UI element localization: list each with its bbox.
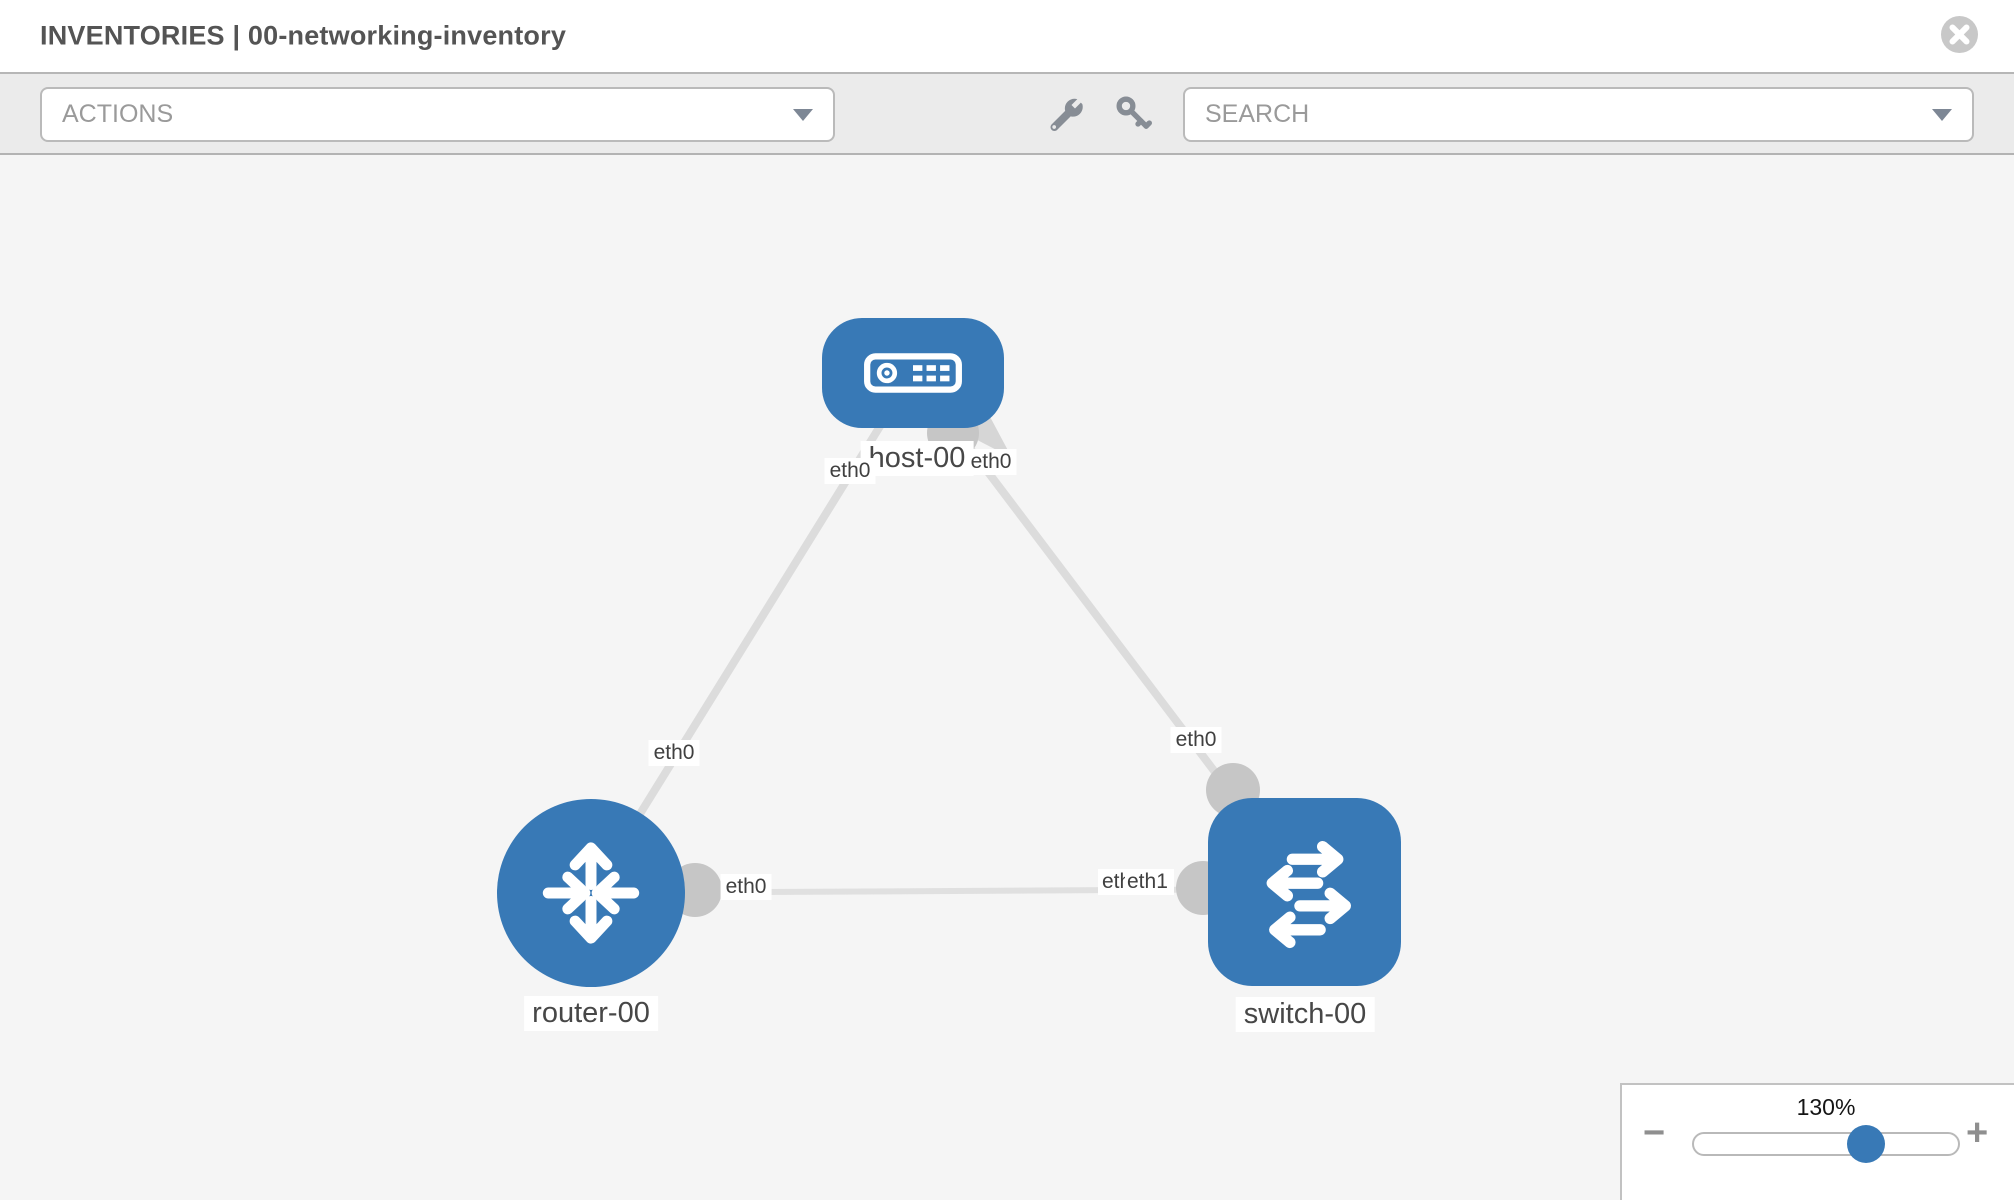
router-arrows-icon bbox=[542, 842, 640, 944]
switch-arrows-icon bbox=[1266, 840, 1351, 949]
interface-label: eth0 bbox=[648, 740, 700, 766]
interface-label: eth0 bbox=[720, 874, 772, 900]
interface-label: eth0 bbox=[965, 449, 1017, 475]
server-icon bbox=[864, 353, 962, 393]
close-icon[interactable] bbox=[1941, 16, 1978, 53]
window-header: INVENTORIES | 00-networking-inventory bbox=[0, 0, 2014, 72]
actions-dropdown[interactable]: ACTIONS bbox=[40, 87, 835, 142]
interface-label: eth0 bbox=[1170, 727, 1222, 753]
wrench-icon[interactable] bbox=[1046, 94, 1086, 134]
node-switch-00[interactable] bbox=[1208, 798, 1401, 986]
chevron-down-icon bbox=[1932, 108, 1952, 121]
search-dropdown[interactable]: SEARCH bbox=[1183, 87, 1974, 142]
node-label-host: host-00 bbox=[860, 441, 974, 476]
chevron-down-icon bbox=[793, 108, 813, 121]
topology-canvas[interactable]: host-00 router-00 switch-00 eth0 eth0 et… bbox=[0, 155, 2014, 1200]
node-host-00[interactable] bbox=[822, 318, 1004, 428]
key-icon[interactable] bbox=[1114, 94, 1154, 134]
zoom-in-button[interactable]: + bbox=[1966, 1112, 1989, 1154]
zoom-panel: 130% − + bbox=[1620, 1083, 2014, 1200]
node-label-router: router-00 bbox=[524, 996, 658, 1031]
interface-label-overlap: eth0 eth1 bbox=[1098, 869, 1218, 901]
zoom-out-button[interactable]: − bbox=[1643, 1112, 1666, 1154]
actions-dropdown-label: ACTIONS bbox=[62, 100, 174, 128]
node-router-00[interactable] bbox=[497, 799, 685, 987]
page-title: INVENTORIES | 00-networking-inventory bbox=[40, 20, 567, 51]
search-dropdown-label: SEARCH bbox=[1205, 100, 1310, 128]
interface-label: eth0 bbox=[824, 458, 876, 484]
zoom-level-value: 130% bbox=[1796, 1094, 1856, 1120]
links-layer bbox=[587, 370, 1309, 917]
node-label-switch: switch-00 bbox=[1235, 997, 1375, 1032]
zoom-slider-track[interactable] bbox=[1692, 1125, 1960, 1163]
toolbar: ACTIONS SEARCH bbox=[0, 72, 2014, 155]
zoom-slider-thumb[interactable] bbox=[1847, 1125, 1885, 1163]
interface-label: eth1 bbox=[1125, 869, 1174, 895]
